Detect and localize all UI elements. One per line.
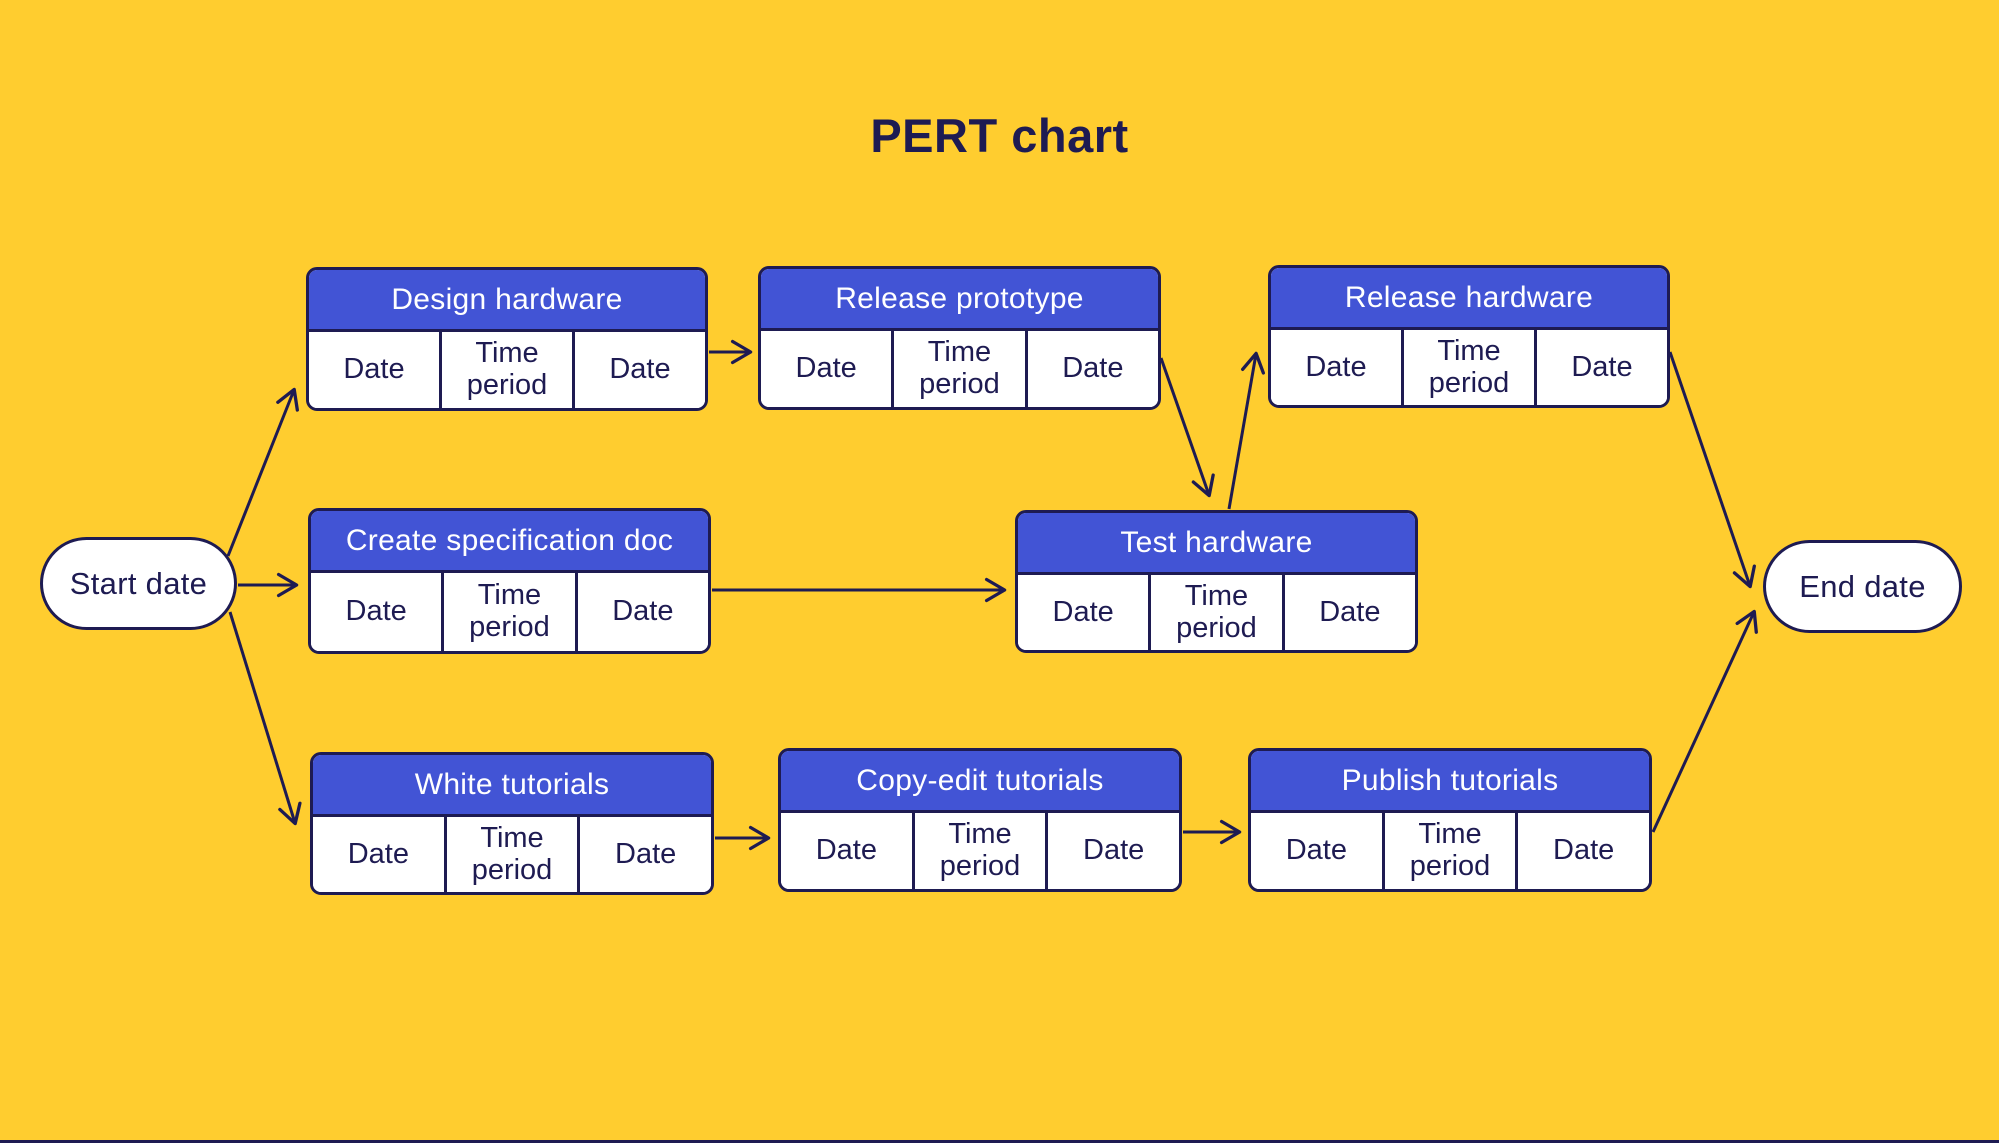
task-cell-row: Date Time period Date: [761, 331, 1158, 407]
date-start-cell: Date: [1271, 330, 1401, 405]
task-node-release-hardware: Release hardware Date Time period Date: [1268, 265, 1670, 408]
task-cell-row: Date Time period Date: [1018, 575, 1415, 650]
edge-start-to-white-tutorials: [228, 611, 302, 826]
start-date-node: Start date: [40, 537, 237, 630]
time-period-cell: Time period: [911, 813, 1046, 889]
date-end-cell: Date: [1515, 813, 1649, 889]
time-period-cell: Time period: [891, 331, 1025, 407]
task-title: Copy-edit tutorials: [781, 751, 1179, 813]
time-period-cell: Time period: [1148, 575, 1282, 650]
date-end-cell: Date: [1045, 813, 1179, 889]
date-start-cell: Date: [781, 813, 912, 889]
edge-release-prototype-to-test: [1159, 357, 1215, 498]
task-cell-row: Date Time period Date: [1251, 813, 1649, 889]
task-cell-row: Date Time period Date: [1271, 330, 1667, 405]
end-date-label: End date: [1799, 568, 1926, 604]
end-date-node: End date: [1763, 540, 1962, 633]
date-start-cell: Date: [761, 331, 892, 407]
time-period-cell: Time period: [443, 817, 578, 892]
task-title: Release hardware: [1271, 268, 1667, 330]
task-title: Design hardware: [309, 270, 705, 332]
time-period-cell: Time period: [1401, 330, 1534, 405]
date-end-cell: Date: [574, 573, 708, 651]
edge-start-to-design-hardware: [226, 387, 299, 557]
date-end-cell: Date: [1534, 330, 1667, 405]
task-node-white-tutorials: White tutorials Date Time period Date: [310, 752, 714, 895]
task-node-create-specification-doc: Create specification doc Date Time perio…: [308, 508, 711, 654]
task-node-release-prototype: Release prototype Date Time period Date: [758, 266, 1161, 410]
task-node-copy-edit-tutorials: Copy-edit tutorials Date Time period Dat…: [778, 748, 1182, 892]
date-end-cell: Date: [577, 817, 711, 892]
task-cell-row: Date Time period Date: [309, 332, 705, 408]
time-period-cell: Time period: [439, 332, 572, 408]
date-start-cell: Date: [311, 573, 442, 651]
edge-test-to-release-hardware: [1227, 351, 1266, 510]
date-end-cell: Date: [1024, 331, 1158, 407]
task-cell-row: Date Time period Date: [781, 813, 1179, 889]
date-end-cell: Date: [572, 332, 705, 408]
task-title: White tutorials: [313, 755, 711, 817]
edge-release-hardware-to-end: [1668, 351, 1756, 589]
task-node-design-hardware: Design hardware Date Time period Date: [306, 267, 708, 411]
date-start-cell: Date: [1251, 813, 1382, 889]
date-end-cell: Date: [1281, 575, 1415, 650]
task-title: Create specification doc: [311, 511, 708, 573]
task-title: Release prototype: [761, 269, 1158, 331]
time-period-cell: Time period: [1381, 813, 1516, 889]
task-cell-row: Date Time period Date: [313, 817, 711, 892]
chart-title: PERT chart: [870, 109, 1129, 162]
date-start-cell: Date: [309, 332, 439, 408]
date-start-cell: Date: [313, 817, 444, 892]
task-title: Test hardware: [1018, 513, 1415, 575]
date-start-cell: Date: [1018, 575, 1149, 650]
task-cell-row: Date Time period Date: [311, 573, 708, 651]
bottom-edge-line: [0, 1140, 1999, 1143]
task-node-test-hardware: Test hardware Date Time period Date: [1015, 510, 1418, 653]
task-node-publish-tutorials: Publish tutorials Date Time period Date: [1248, 748, 1652, 892]
edge-publish-to-end: [1651, 609, 1758, 833]
task-title: Publish tutorials: [1251, 751, 1649, 813]
start-date-label: Start date: [69, 565, 208, 601]
time-period-cell: Time period: [441, 573, 575, 651]
